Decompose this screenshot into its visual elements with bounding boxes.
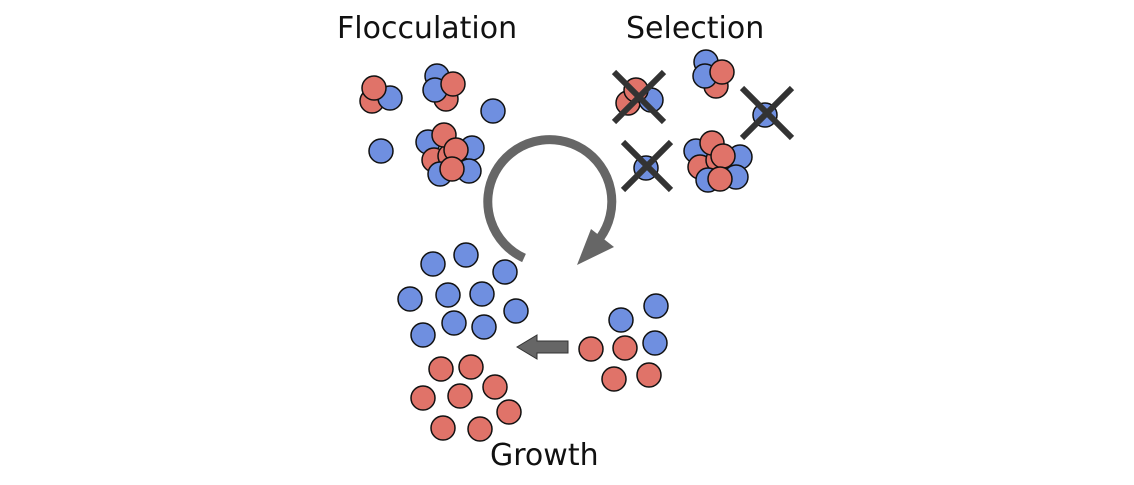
growth-label: Growth: [490, 438, 599, 473]
red-cell: [707, 166, 733, 192]
blue-cell: [480, 98, 506, 124]
red-cell: [709, 59, 735, 85]
red-cell: [430, 415, 456, 441]
red-cell: [482, 374, 508, 400]
red-cell: [710, 143, 736, 169]
red-cell: [496, 399, 522, 425]
red-cell: [428, 356, 454, 382]
blue-cell: [643, 293, 669, 319]
blue-cell: [420, 251, 446, 277]
red-cell: [361, 75, 387, 101]
red-cell: [612, 335, 638, 361]
red-cell: [601, 366, 627, 392]
red-cell: [439, 156, 465, 182]
flocculation-label: Flocculation: [337, 11, 518, 46]
blue-cell: [642, 330, 668, 356]
cross-mark-icon: [611, 69, 667, 125]
blue-cell: [397, 286, 423, 312]
cross-mark-icon: [739, 85, 795, 141]
blue-cell: [368, 138, 394, 164]
cycle-arrow: [483, 135, 617, 265]
blue-cell: [471, 314, 497, 340]
red-cell: [636, 362, 662, 388]
growth-arrow: [516, 334, 569, 360]
red-cell: [447, 383, 473, 409]
cells-layer: [359, 49, 778, 442]
growth-arrow-shape: [516, 334, 569, 360]
red-cell: [467, 416, 493, 442]
blue-cell: [492, 259, 518, 285]
cross-mark-icon: [620, 139, 674, 193]
selection-label: Selection: [626, 11, 765, 46]
selection-crosses: [611, 69, 795, 193]
red-cell: [440, 71, 466, 97]
blue-cell: [453, 242, 479, 268]
blue-cell: [608, 307, 634, 333]
blue-cell: [441, 310, 467, 336]
blue-cell: [503, 298, 529, 324]
red-cell: [458, 354, 484, 380]
blue-cell: [410, 322, 436, 348]
blue-cell: [435, 282, 461, 308]
cycle-arrow-arc: [483, 135, 617, 263]
blue-cell: [469, 281, 495, 307]
red-cell: [410, 385, 436, 411]
red-cell: [578, 336, 604, 362]
cycle-arrow-head: [577, 229, 614, 265]
